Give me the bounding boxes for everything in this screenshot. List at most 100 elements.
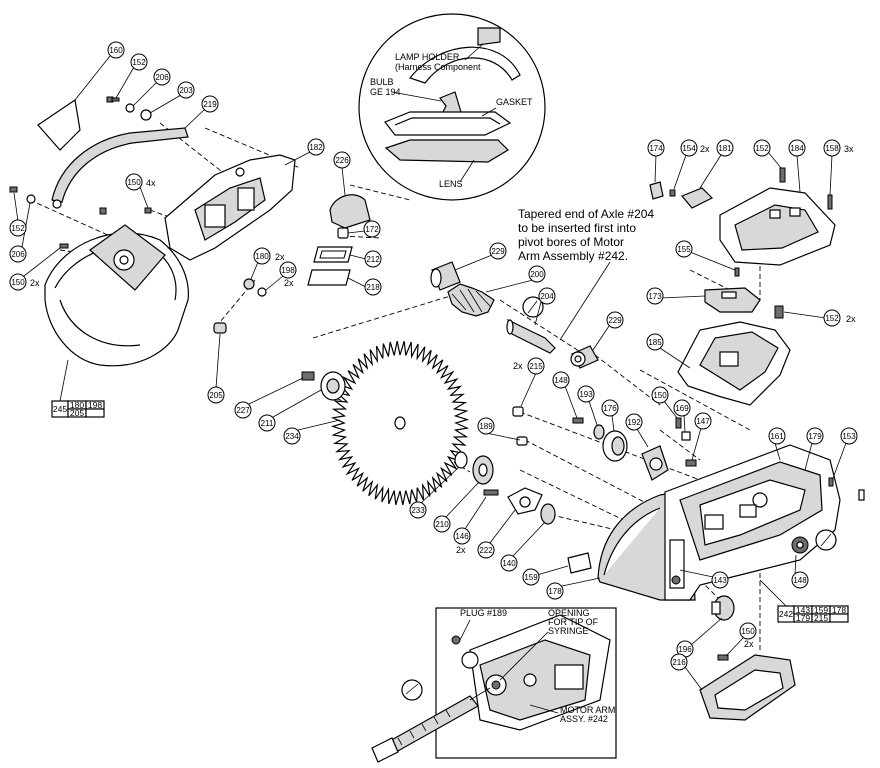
lower-right-parts	[699, 595, 796, 721]
callout-number: 196	[678, 645, 692, 654]
screw-147	[685, 459, 697, 467]
callout-number: 159	[524, 573, 538, 582]
axle-note-line: pivot bores of Motor	[518, 235, 624, 249]
washer-193	[593, 424, 605, 440]
label-opening: FOR TIP OF	[548, 617, 599, 627]
callout-number: 158	[825, 144, 839, 153]
callout-198: 198	[279, 261, 297, 279]
callout-206: 206	[9, 245, 27, 263]
callout-number: 172	[365, 225, 379, 234]
kit-242-cell: 143	[796, 605, 810, 615]
bolt-227	[301, 371, 315, 381]
callout-143: 143	[711, 571, 729, 589]
bushing-205	[213, 322, 227, 334]
callout-153: 153	[840, 427, 858, 445]
callout-176: 176	[601, 399, 619, 417]
label-opening: SYRINGE	[548, 626, 589, 636]
callout-number: 226	[335, 156, 349, 165]
callout-number: 206	[11, 250, 25, 259]
quantity-label: 2x	[456, 545, 466, 555]
quantity-label: 2x	[513, 361, 523, 371]
axle-note-line: Tapered end of Axle #204	[518, 207, 654, 221]
motor-arm-assembly	[597, 417, 865, 601]
callout-181: 181	[716, 139, 734, 157]
kit-242-cell: 179	[796, 613, 810, 623]
callout-152: 152	[130, 53, 148, 71]
callout-number: 227	[236, 406, 250, 415]
callout-158: 158	[823, 139, 841, 157]
axle-note-line: Arm Assembly #242.	[518, 249, 628, 263]
lamp-holder	[408, 46, 521, 84]
spring-200	[447, 283, 495, 317]
screw-152	[106, 96, 120, 103]
callout-number: 179	[808, 432, 822, 441]
callout-number: 148	[793, 576, 807, 585]
kit-245-number: 245	[53, 404, 67, 414]
callout-152: 152	[753, 139, 771, 157]
callout-number: 198	[281, 266, 295, 275]
callout-number: 219	[203, 100, 217, 109]
pin-189	[516, 436, 528, 446]
callout-number: 152	[11, 224, 25, 233]
callout-number: 152	[825, 314, 839, 323]
callout-204: 204	[538, 287, 556, 305]
callout-155: 155	[675, 240, 693, 258]
callout-number: 153	[842, 432, 856, 441]
axle-204	[507, 318, 556, 354]
callout-154: 154	[680, 139, 698, 157]
callout-216: 216	[670, 653, 688, 671]
callout-number: 152	[132, 58, 146, 67]
kit-245-cell: 198	[88, 400, 102, 410]
callout-number: 160	[109, 46, 123, 55]
callout-number: 203	[179, 86, 193, 95]
callout-178: 178	[546, 582, 564, 600]
callout-number: 229	[608, 316, 622, 325]
callout-number: 147	[696, 417, 710, 426]
callout-number: 215	[529, 362, 543, 371]
callout-146: 146	[453, 527, 471, 545]
kit-245-table: 245 180 198 205	[51, 400, 105, 418]
label-lamp-holder: LAMP HOLDER	[395, 52, 460, 62]
lamp-detail	[358, 13, 546, 201]
callout-200: 200	[528, 265, 546, 283]
callout-185: 185	[646, 333, 664, 351]
label-motor-arm: MOTOR ARM	[560, 705, 615, 715]
callout-number: 229	[491, 247, 505, 256]
washer-233	[454, 451, 468, 469]
callout-174: 174	[647, 139, 665, 157]
callout-leaders	[13, 55, 847, 691]
kit-242-table: 242 143 159 178 179 215	[777, 605, 849, 623]
quantity-label: 3x	[844, 144, 854, 154]
kit-245-cell: 180	[70, 400, 84, 410]
callout-229: 229	[606, 311, 624, 329]
washer-154	[669, 189, 676, 197]
screw-152c	[779, 167, 786, 183]
callout-160: 160	[107, 41, 125, 59]
callout-number: 148	[554, 376, 568, 385]
callout-211: 211	[258, 414, 276, 432]
bushing-215	[512, 406, 524, 417]
callout-150: 150	[125, 173, 143, 191]
pin-172	[337, 227, 349, 239]
label-plug: PLUG #189	[460, 608, 507, 618]
callout-226: 226	[333, 151, 351, 169]
callout-number: 146	[455, 532, 469, 541]
cover-226	[329, 194, 371, 229]
callout-number: 192	[627, 418, 641, 427]
annotations: LAMP HOLDER (Harness Component BULB GE 1…	[370, 43, 654, 724]
blade-arbor-hole	[394, 416, 406, 430]
callout-number: 181	[718, 144, 732, 153]
axle-note-line: to be inserted first into	[518, 221, 636, 235]
screw-150	[675, 417, 682, 429]
lens	[384, 139, 509, 163]
callout-number: 200	[530, 270, 544, 279]
callout-number: 150	[11, 278, 25, 287]
quantity-label: 4x	[146, 178, 156, 188]
callout-229: 229	[489, 242, 507, 260]
quantity-label: 2x	[846, 314, 856, 324]
callout-number: 178	[548, 587, 562, 596]
nut-180	[243, 278, 255, 290]
callout-218: 218	[364, 278, 382, 296]
callout-number: 176	[603, 404, 617, 413]
